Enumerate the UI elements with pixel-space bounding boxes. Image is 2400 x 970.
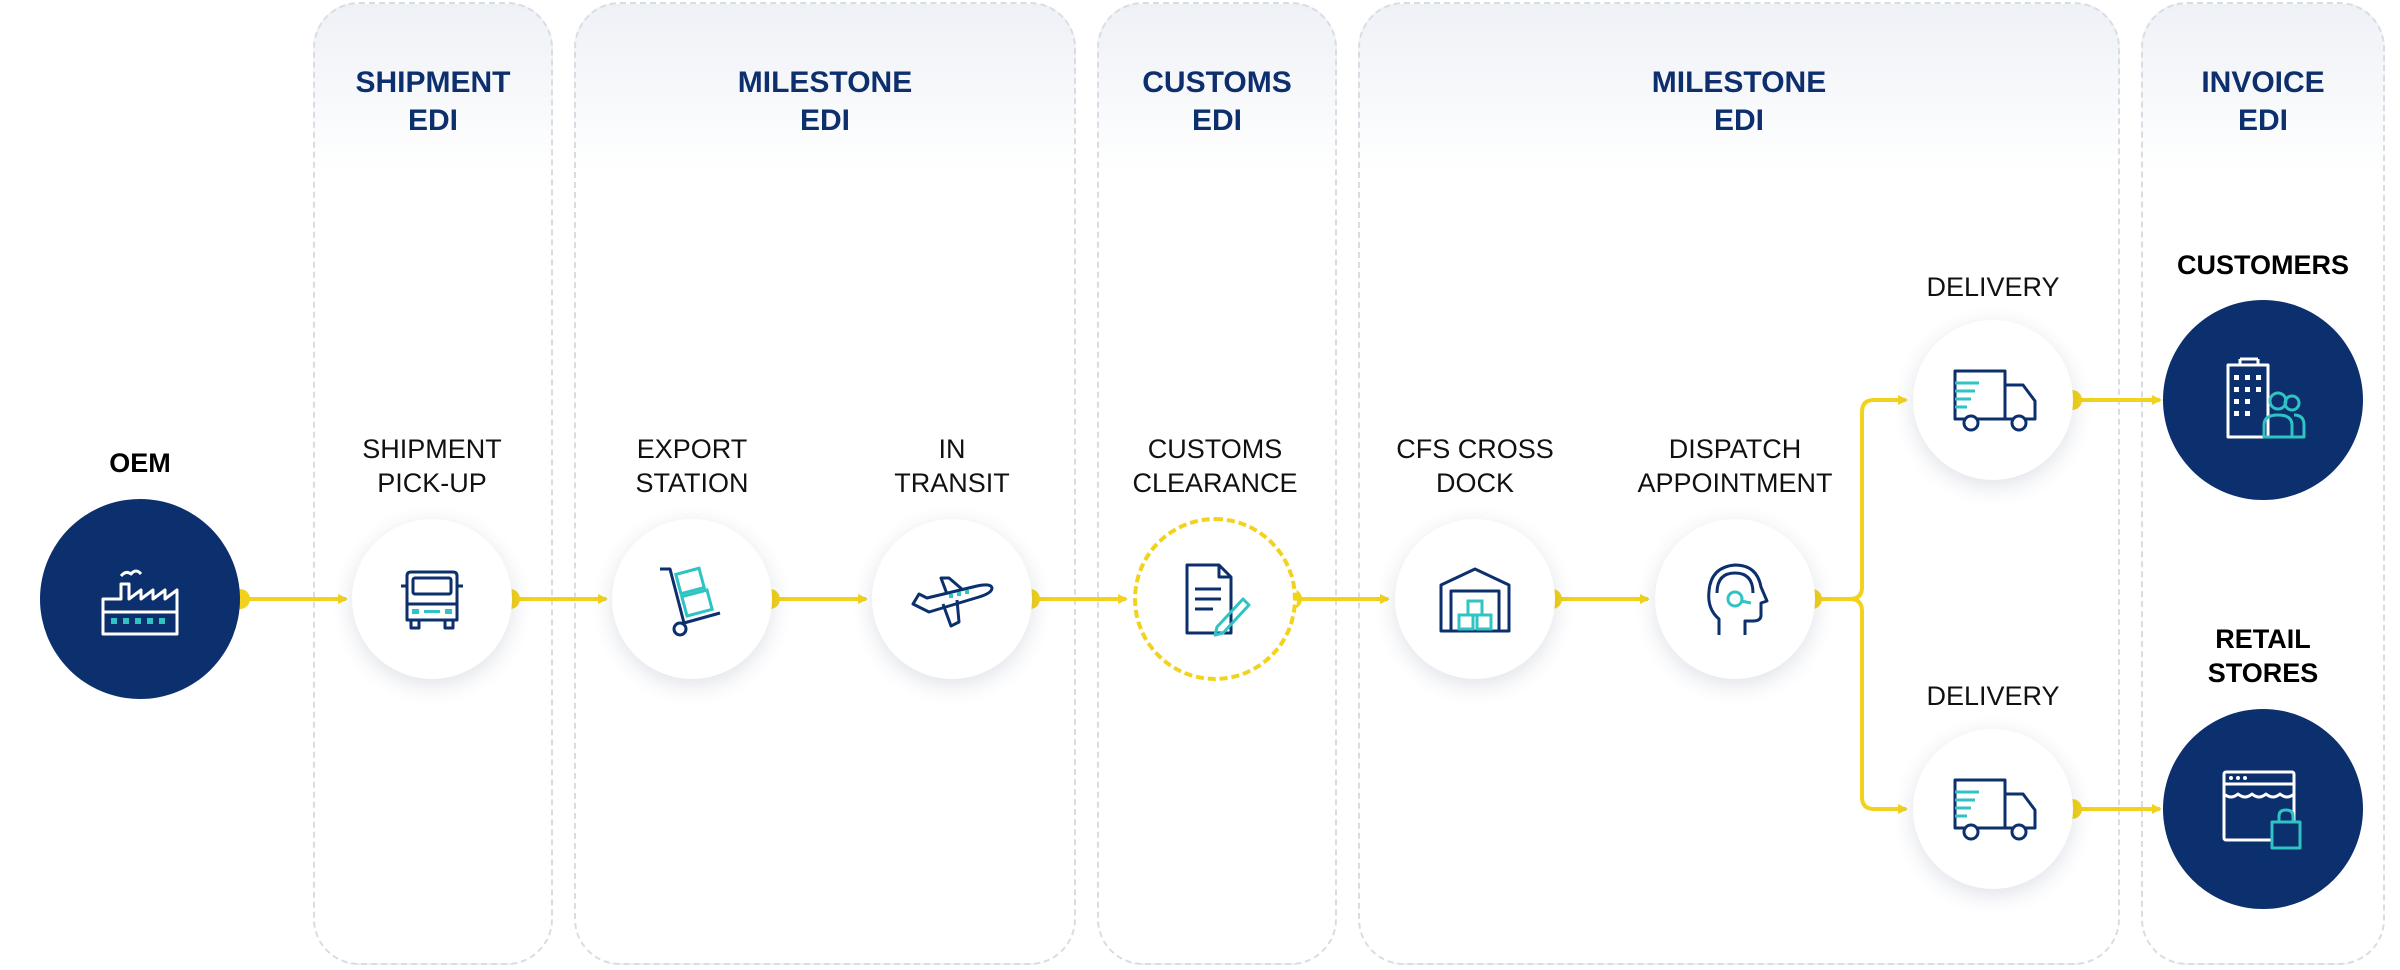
- delivery-truck-icon: [1953, 778, 2037, 841]
- retail-node: [2163, 709, 2363, 909]
- label-line: RETAIL: [2215, 624, 2311, 654]
- customers-node: [2163, 300, 2363, 500]
- truck-front-icon: [401, 570, 463, 630]
- label-line: APPOINTMENT: [1637, 468, 1833, 498]
- column-title-line: MILESTONE: [737, 66, 913, 99]
- dispatch-label: DISPATCH APPOINTMENT: [1605, 432, 1865, 500]
- export-node: [612, 519, 772, 679]
- column-title-line: EDI: [1191, 104, 1242, 137]
- storefront-bag-icon: [2222, 770, 2302, 850]
- label-line: STATION: [635, 468, 749, 498]
- cfs-label: CFS CROSS DOCK: [1345, 432, 1605, 500]
- office-building-people-icon: [2226, 357, 2306, 439]
- column-title: MILESTONE EDI: [576, 64, 1074, 140]
- customers-label: CUSTOMERS: [2176, 250, 2350, 280]
- column-title-line: EDI: [407, 104, 458, 137]
- warehouse-icon: [1439, 567, 1511, 633]
- label-line: SHIPMENT: [362, 434, 502, 464]
- headset-agent-icon: [1707, 563, 1769, 635]
- delivery-top-node: [1913, 320, 2073, 480]
- delivery-top-label: DELIVERY: [1926, 272, 2060, 302]
- document-pen-icon: [1185, 563, 1251, 637]
- customs-label: CUSTOMS CLEARANCE: [1085, 432, 1345, 500]
- transit-label: IN TRANSIT: [822, 432, 1082, 500]
- label-line: TRANSIT: [894, 468, 1010, 498]
- column-title-line: SHIPMENT: [355, 66, 511, 99]
- label-line: CFS CROSS: [1396, 434, 1554, 464]
- hand-truck-icon: [660, 566, 721, 637]
- delivery-bottom-label: DELIVERY: [1926, 681, 2060, 711]
- column-milestone-edi-1: MILESTONE EDI: [574, 2, 1076, 965]
- connector-branch-down: [1812, 597, 1908, 814]
- label-line: EXPORT: [636, 434, 748, 464]
- export-label: EXPORT STATION: [562, 432, 822, 500]
- pickup-node: [352, 519, 512, 679]
- transit-node: [872, 519, 1032, 679]
- retail-label: RETAIL STORES: [2133, 622, 2393, 690]
- cfs-node: [1395, 519, 1555, 679]
- column-customs-edi: CUSTOMS EDI: [1097, 2, 1337, 965]
- label-line: DOCK: [1435, 468, 1514, 498]
- column-title-line: EDI: [2237, 104, 2288, 137]
- column-title-line: MILESTONE: [1651, 66, 1827, 99]
- delivery-truck-icon: [1953, 369, 2037, 432]
- column-title: CUSTOMS EDI: [1099, 64, 1335, 140]
- label-line: CUSTOMS: [1147, 434, 1283, 464]
- column-title-line: EDI: [799, 104, 850, 137]
- delivery-bottom-node: [1913, 729, 2073, 889]
- column-title: MILESTONE EDI: [1360, 64, 2118, 140]
- label-line: PICK-UP: [377, 468, 487, 498]
- oem-node: [40, 499, 240, 699]
- oem-label: OEM: [109, 448, 171, 478]
- column-title-line: EDI: [1713, 104, 1764, 137]
- label-line: CLEARANCE: [1132, 468, 1298, 498]
- label-line: DISPATCH: [1668, 434, 1802, 464]
- pickup-label: SHIPMENT PICK-UP: [302, 432, 562, 500]
- dispatch-node: [1655, 519, 1815, 679]
- label-line: IN: [938, 434, 966, 464]
- factory-icon: [101, 569, 179, 636]
- column-title-line: CUSTOMS: [1142, 66, 1292, 99]
- column-title: SHIPMENT EDI: [315, 64, 551, 140]
- airplane-icon: [911, 576, 994, 628]
- label-line: STORES: [2207, 658, 2319, 688]
- customs-node: [1133, 517, 1297, 681]
- column-shipment-edi: SHIPMENT EDI: [313, 2, 553, 965]
- column-title-line: INVOICE: [2201, 66, 2325, 99]
- column-title: INVOICE EDI: [2143, 64, 2383, 140]
